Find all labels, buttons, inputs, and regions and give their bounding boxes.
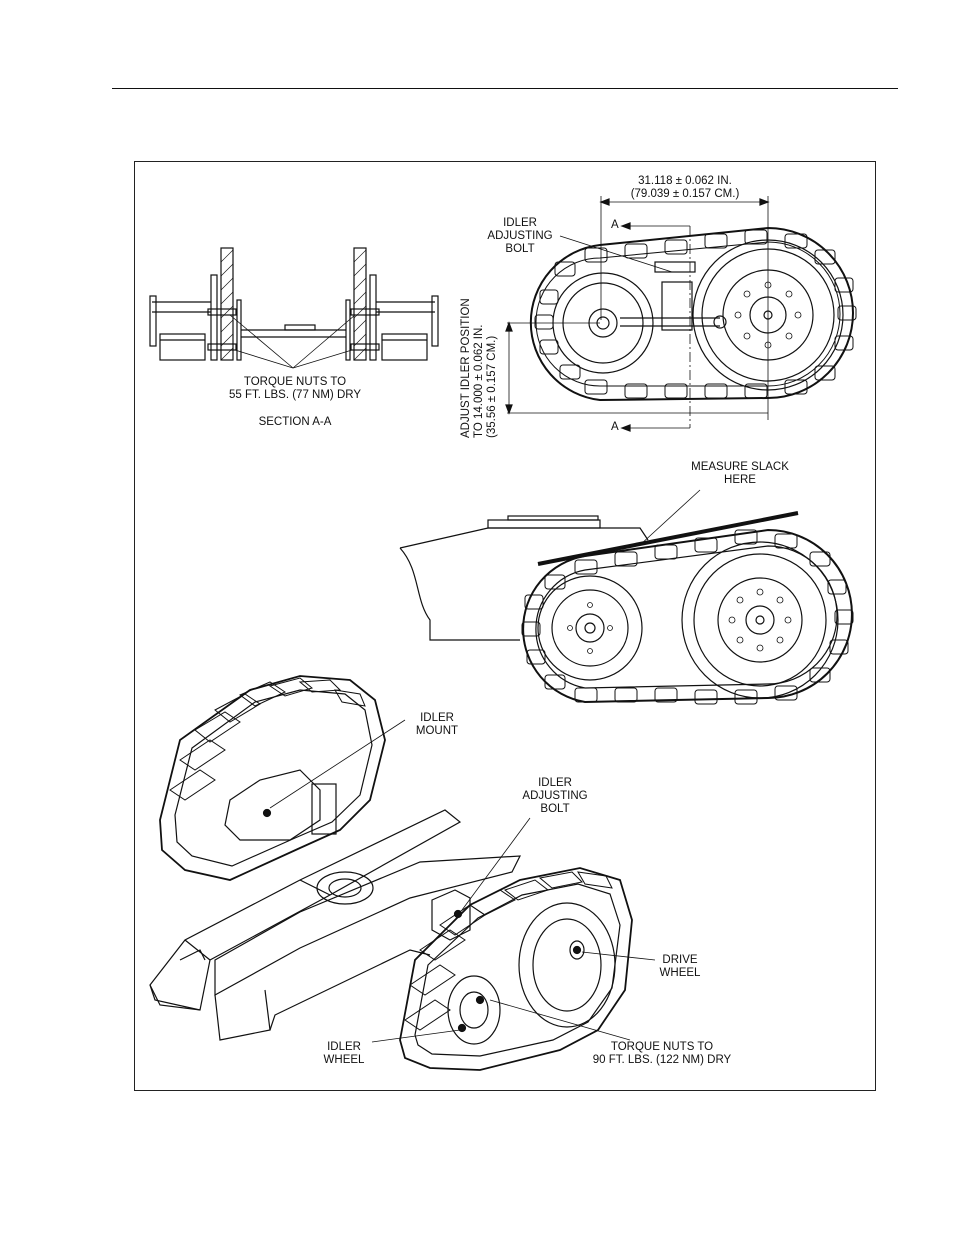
section-marker-bottom: A (611, 421, 623, 434)
vertical-dimension-callout: ADJUST IDLER POSITION TO 14.000 ± 0.062 … (460, 288, 499, 438)
track-side-view-top (506, 196, 856, 431)
section-a-a-drawing (150, 248, 438, 368)
torque-nuts-section-callout: TORQUE NUTS TO 55 FT. LBS. (77 NM) DRY (210, 376, 380, 402)
idler-adjusting-bolt-top-callout: IDLER ADJUSTING BOLT (485, 217, 555, 256)
section-a-a-label: SECTION A-A (240, 416, 350, 429)
idler-wheel-callout: IDLER WHEEL (312, 1041, 376, 1067)
torque-nuts-wheel-callout: TORQUE NUTS TO 90 FT. LBS. (122 NM) DRY (582, 1041, 742, 1067)
idler-adjusting-bolt-bottom-callout: IDLER ADJUSTING BOLT (515, 777, 595, 816)
drive-wheel-callout: DRIVE WHEEL (648, 954, 712, 980)
track-side-view-slack (400, 490, 853, 704)
horizontal-dimension-callout: 31.118 ± 0.062 IN. (79.039 ± 0.157 CM.) (600, 175, 770, 201)
section-marker-top: A (611, 219, 623, 232)
measure-slack-callout: MEASURE SLACK HERE (680, 461, 800, 487)
idler-mount-callout: IDLER MOUNT (400, 712, 474, 738)
